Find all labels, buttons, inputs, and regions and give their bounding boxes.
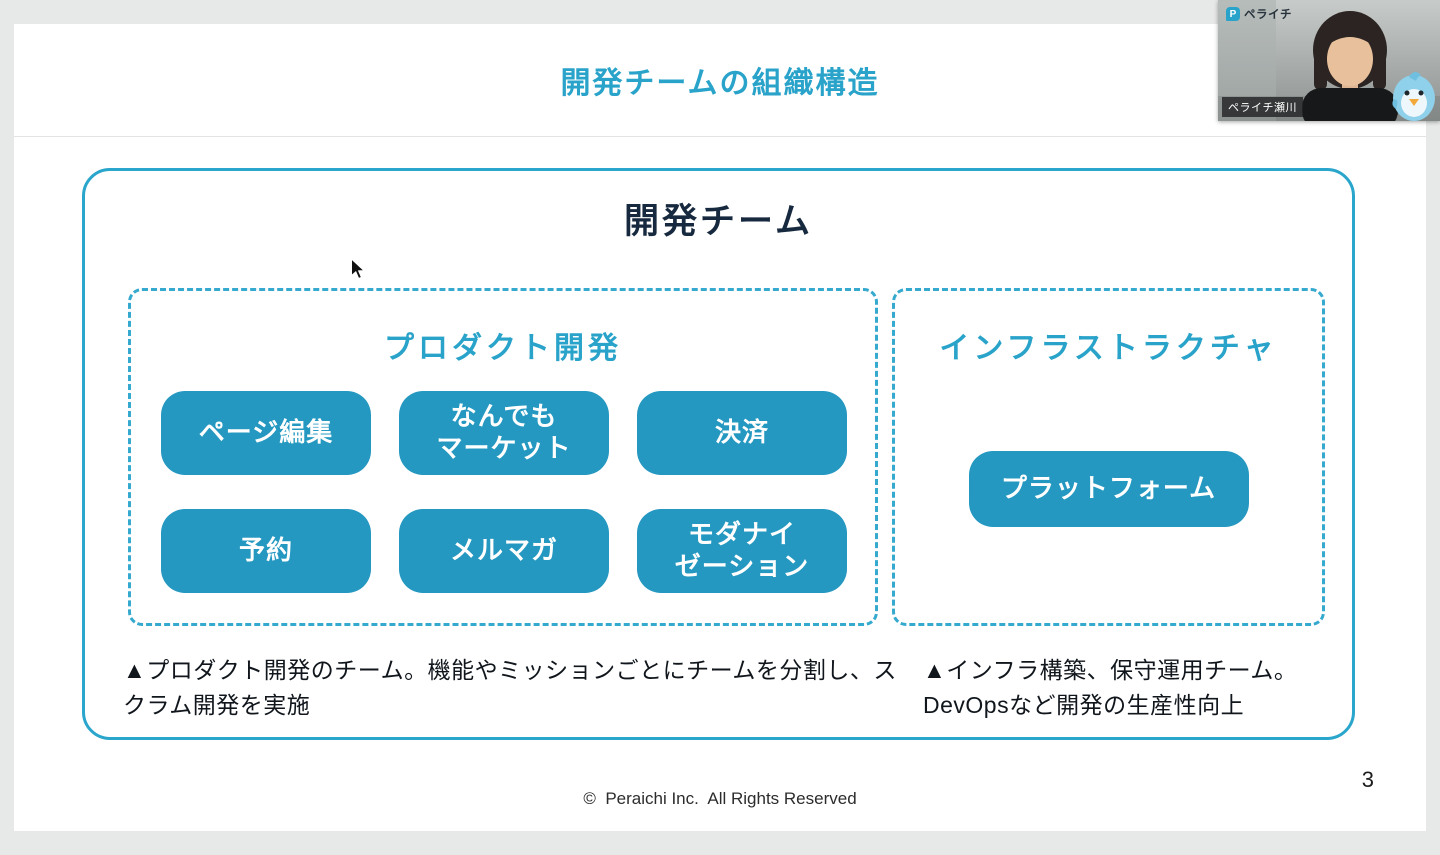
presentation-slide: 開発チームの組織構造 開発チーム プロダクト開発 ページ編集 なんでも マーケッ… — [14, 24, 1426, 831]
chip-page-editing: ページ編集 — [161, 391, 371, 475]
copyright-footer: © Peraichi Inc. All Rights Reserved — [583, 789, 857, 808]
chip-reservation: 予約 — [161, 509, 371, 593]
slide-header: 開発チームの組織構造 — [14, 24, 1426, 137]
participant-name-tag: ペライチ瀬川 — [1222, 97, 1303, 117]
infra-caption: ▲インフラ構築、保守運用チーム。DevOpsなど開発の生産性向上 — [923, 657, 1298, 718]
team-container: 開発チーム プロダクト開発 ページ編集 なんでも マーケット 決済 予約 メルマ… — [82, 168, 1355, 740]
webcam-tile[interactable]: P ペライチ ペライチ瀬川 — [1218, 0, 1440, 121]
mouse-cursor — [351, 258, 366, 280]
infra-group-title: インフラストラクチャ — [939, 332, 1278, 365]
chip-nandemo-market: なんでも マーケット — [399, 391, 609, 475]
peraichi-logo-icon: P — [1226, 7, 1240, 21]
page-number: 3 — [1361, 767, 1374, 792]
chip-modernization: モダナイ ゼーション — [637, 509, 847, 593]
team-title: 開発チーム — [624, 202, 813, 241]
product-caption: ▲プロダクト開発のチーム。機能やミッションごとにチームを分割し、スクラム開発を実… — [123, 657, 897, 718]
chip-payment: 決済 — [637, 391, 847, 475]
peraichi-logo-text: ペライチ — [1244, 9, 1292, 21]
chip-platform: プラットフォーム — [968, 451, 1249, 527]
product-group-title: プロダクト開発 — [384, 332, 622, 365]
product-chip-grid: ページ編集 なんでも マーケット 決済 予約 メルマガ モダナイ ゼーション — [161, 391, 847, 593]
chip-mail-magazine: メルマガ — [399, 509, 609, 593]
infra-group-box: インフラストラクチャ プラットフォーム — [892, 288, 1325, 626]
peraichi-logo: P ペライチ — [1226, 6, 1292, 22]
webcam-video — [1218, 0, 1440, 121]
bird-mascot-icon — [1392, 71, 1435, 121]
page-title: 開発チームの組織構造 — [560, 67, 880, 100]
product-group-box: プロダクト開発 ページ編集 なんでも マーケット 決済 予約 メルマガ モダナイ… — [128, 288, 878, 626]
